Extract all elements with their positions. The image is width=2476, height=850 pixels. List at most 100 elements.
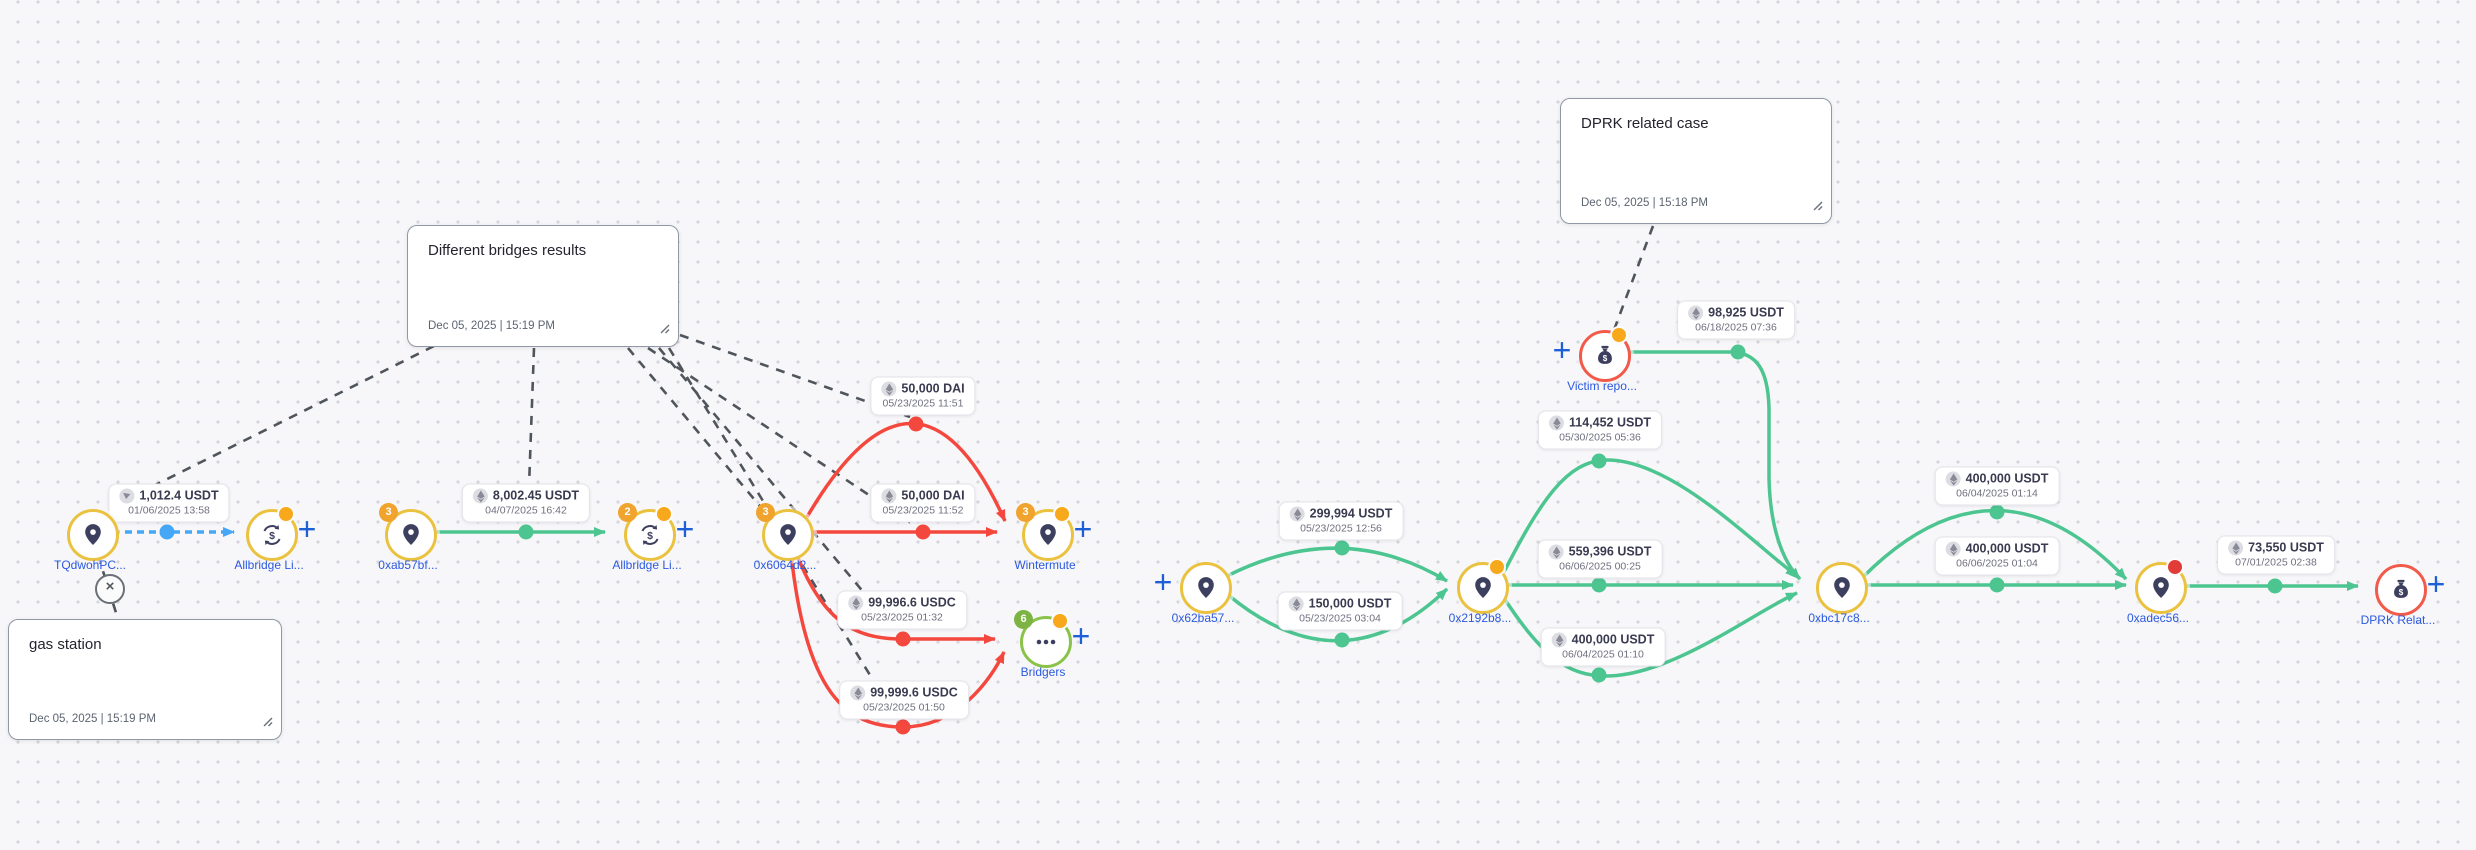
bridge-swap-icon: $ [641, 524, 659, 546]
flagged-node-circle[interactable]: $ [2375, 564, 2427, 616]
location-pin-icon [780, 524, 796, 545]
node-label[interactable]: Victim repo... [1567, 379, 1637, 393]
connector-note-usdc1[interactable] [658, 347, 897, 632]
note-gas-station[interactable]: gas station Dec 05, 2025 | 15:19 PM [8, 619, 282, 740]
expand-node-button[interactable]: + [1071, 618, 1091, 654]
edge-dot-tqdwohpc-allbridge[interactable] [159, 524, 175, 540]
transfer-label[interactable]: 73,550 USDT 07/01/2025 02:38 [2217, 535, 2335, 575]
edge-dot-400000c[interactable] [1989, 577, 2005, 593]
edge-dot-114452[interactable] [1591, 453, 1607, 469]
location-pin-icon [403, 524, 419, 545]
address-node-circle[interactable] [67, 509, 119, 561]
expand-node-button[interactable]: + [2426, 566, 2446, 602]
remove-connector-button[interactable]: × [95, 574, 125, 604]
ethereum-icon [472, 488, 488, 504]
expand-node-button[interactable]: + [675, 511, 695, 547]
node-label[interactable]: Allbridge Li... [612, 558, 682, 572]
transfer-amount: 150,000 USDT [1308, 596, 1392, 611]
connector-note-dai-straight[interactable] [647, 346, 915, 527]
transfer-amount: 400,000 USDT [1965, 541, 2049, 556]
node-label[interactable]: 0xadec56... [2126, 611, 2190, 625]
svg-text:$: $ [269, 530, 275, 542]
note-title[interactable]: gas station [29, 636, 102, 653]
note-title[interactable]: Different bridges results [428, 242, 587, 259]
transfer-label[interactable]: 99,999.6 USDC 05/23/2025 01:50 [839, 680, 969, 720]
transfer-label[interactable]: 99,996.6 USDC 05/23/2025 01:32 [837, 590, 967, 630]
transfer-label[interactable]: 50,000 DAI 05/23/2025 11:52 [870, 483, 976, 523]
location-pin-icon [1040, 524, 1056, 545]
edge-dot-73550[interactable] [2267, 578, 2283, 594]
transfer-date: 06/18/2025 07:36 [1695, 321, 1777, 334]
edge-0x6064d2-bridgers-2[interactable] [789, 552, 1006, 729]
connector-note-tqdwohpc[interactable] [112, 344, 435, 508]
address-node-circle[interactable] [2135, 562, 2187, 614]
expand-node-button[interactable]: + [1153, 564, 1173, 600]
note-different-bridges[interactable]: Different bridges results Dec 05, 2025 |… [407, 225, 679, 347]
connector-note-0x6064d2[interactable] [627, 347, 765, 512]
resize-handle-icon[interactable] [1810, 198, 1823, 216]
transfer-amount: 299,994 USDT [1309, 506, 1393, 521]
transfer-label[interactable]: 400,000 USDT 06/06/2025 01:04 [1934, 536, 2060, 576]
node-label[interactable]: Allbridge Li... [234, 558, 304, 572]
transfer-label[interactable]: 400,000 USDT 06/04/2025 01:10 [1540, 627, 1666, 667]
connector-gas-note-tqdwohpc[interactable] [96, 554, 119, 617]
transfer-label[interactable]: 150,000 USDT 05/23/2025 03:04 [1277, 591, 1403, 631]
connector-note-allbridge-edge[interactable] [527, 347, 536, 488]
node-label[interactable]: 0x6064d2... [753, 558, 817, 572]
edge-0x2192b8-0xbc17c8-bottom[interactable] [1502, 591, 1798, 678]
resize-handle-icon[interactable] [260, 714, 273, 732]
node-label[interactable]: 0xbc17c8... [1808, 611, 1870, 625]
edge-0x2192b8-0xbc17c8-top[interactable] [1502, 458, 1799, 578]
note-dprk-case[interactable]: DPRK related case Dec 05, 2025 | 15:18 P… [1560, 98, 1832, 224]
edge-dot-usdc1[interactable] [895, 631, 911, 647]
location-pin-icon [1198, 577, 1214, 598]
transfer-amount: 99,996.6 USDC [868, 595, 956, 610]
edge-dot-559396[interactable] [1591, 577, 1607, 593]
expand-node-button[interactable]: + [1552, 332, 1572, 368]
transfer-label[interactable]: 98,925 USDT 06/18/2025 07:36 [1677, 300, 1795, 340]
transfer-label[interactable]: 400,000 USDT 06/04/2025 01:14 [1934, 466, 2060, 506]
connector-dprk-note-victim[interactable] [1612, 225, 1655, 331]
node-label[interactable]: TQdwohPC... [53, 558, 127, 572]
transfer-label[interactable]: 50,000 DAI 05/23/2025 11:51 [870, 376, 976, 416]
edge-dot-98925[interactable] [1730, 344, 1746, 360]
location-pin-icon [85, 524, 101, 545]
transfer-label[interactable]: 299,994 USDT 05/23/2025 12:56 [1278, 501, 1404, 541]
edge-dot-400000b[interactable] [1989, 504, 2005, 520]
edge-dot-dai-straight[interactable] [915, 524, 931, 540]
node-label[interactable]: 0x62ba57... [1171, 611, 1235, 625]
node-label[interactable]: Bridgers [1020, 665, 1066, 679]
transfer-label[interactable]: 114,452 USDT 05/30/2025 05:36 [1538, 410, 1662, 450]
edge-dot-150000[interactable] [1334, 632, 1350, 648]
transfer-label[interactable]: 1,012.4 USDT 01/06/2025 13:58 [108, 483, 230, 523]
connector-note-usdc2[interactable] [667, 347, 899, 720]
node-count-badge: 2 [618, 503, 637, 522]
node-label[interactable]: Wintermute [1014, 558, 1076, 572]
edge-dot-dai-arc[interactable] [908, 416, 924, 432]
expand-node-button[interactable]: + [1073, 511, 1093, 547]
edge-dot-299994[interactable] [1334, 540, 1350, 556]
edge-dot-400000a[interactable] [1591, 667, 1607, 683]
edge-dot-usdc2[interactable] [895, 719, 911, 735]
edge-dot-0xab57bf-allbridge[interactable] [518, 524, 534, 540]
address-node-circle[interactable] [1457, 562, 1509, 614]
ethereum-icon [850, 685, 866, 701]
note-title[interactable]: DPRK related case [1581, 115, 1709, 132]
edge-victim-0xbc17c8[interactable] [1629, 350, 1802, 581]
address-node-circle[interactable] [385, 509, 437, 561]
node-label[interactable]: 0x2192b8... [1448, 611, 1512, 625]
ethereum-icon [848, 595, 864, 611]
resize-handle-icon[interactable] [657, 321, 670, 339]
bridge-swap-icon: $ [263, 524, 281, 546]
expand-node-button[interactable]: + [297, 511, 317, 547]
transfer-label[interactable]: 8,002.45 USDT 04/07/2025 16:42 [461, 483, 591, 523]
alert-dot [1053, 505, 1071, 523]
address-node-circle[interactable] [1180, 562, 1232, 614]
transfer-label[interactable]: 559,396 USDT 06/06/2025 00:25 [1537, 539, 1663, 579]
node-label[interactable]: 0xab57bf... [378, 558, 438, 572]
node-label[interactable]: DPRK Relat... [2360, 613, 2436, 627]
address-node-circle[interactable] [1816, 562, 1868, 614]
connector-note-dai-arc[interactable] [679, 333, 911, 419]
